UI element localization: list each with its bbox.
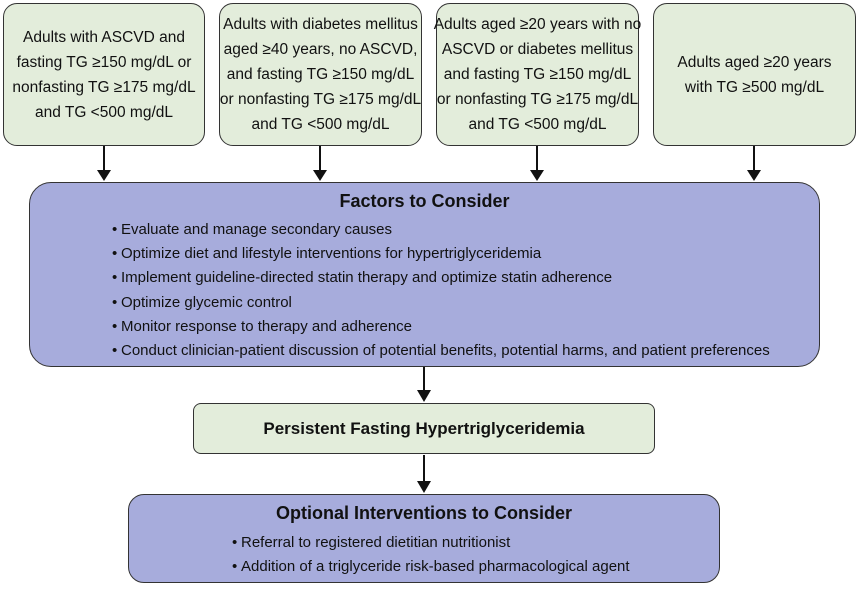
condition-box-no-ascvd-no-diabetes: Adults aged ≥20 years with no ASCVD or d… [434, 3, 642, 146]
optional-box: Optional Interventions to Consider •Refe… [128, 494, 720, 583]
arrowhead-icon [530, 170, 544, 181]
persistent-title: Persistent Fasting Hypertriglyceridemia [263, 418, 585, 438]
condition-line: Adults with ASCVD and [23, 28, 185, 46]
condition-line: Adults aged ≥20 years with no [433, 16, 642, 33]
arrowhead-icon [417, 481, 431, 493]
list-item: •Addition of a triglyceride risk-based p… [232, 555, 630, 579]
bullet-icon: • [112, 293, 118, 311]
arrowhead-icon [417, 390, 431, 402]
condition-line: and fasting TG ≥150 mg/dL [443, 66, 632, 83]
list-item-text: Implement guideline-directed statin ther… [121, 269, 613, 287]
condition-line: with TG ≥500 mg/dL [684, 78, 825, 96]
condition-line: and TG <500 mg/dL [34, 103, 173, 121]
list-item: •Referral to registered dietitian nutrit… [232, 531, 630, 555]
list-item-text: Conduct clinician-patient discussion of … [121, 342, 770, 360]
arrowhead-icon [97, 170, 111, 181]
list-item: •Implement guideline-directed statin the… [112, 266, 770, 290]
list-item-text: Referral to registered dietitian nutriti… [241, 534, 511, 551]
list-item: •Conduct clinician-patient discussion of… [112, 339, 770, 363]
condition-line: nonfasting TG ≥175 mg/dL [12, 78, 196, 96]
condition-text: Adults aged ≥20 years with no ASCVD or d… [434, 12, 642, 137]
condition-line: aged ≥40 years, no ASCVD, [223, 41, 418, 58]
factors-title: Factors to Consider [339, 191, 510, 211]
arrowhead-icon [747, 170, 761, 181]
list-item-text: Addition of a triglyceride risk-based ph… [241, 558, 630, 575]
list-item: •Evaluate and manage secondary causes [112, 218, 770, 242]
factors-box: Factors to Consider •Evaluate and manage… [29, 182, 820, 367]
list-item: •Optimize diet and lifestyle interventio… [112, 242, 770, 266]
condition-text: Adults with ASCVD and fasting TG ≥150 mg… [12, 25, 195, 125]
condition-box-diabetes: Adults with diabetes mellitus aged ≥40 y… [219, 3, 422, 146]
condition-text: Adults aged ≥20 years with TG ≥500 mg/dL [677, 50, 831, 100]
bullet-icon: • [112, 342, 118, 360]
list-item-text: Evaluate and manage secondary causes [121, 221, 393, 238]
condition-line: or nonfasting TG ≥175 mg/dL [219, 91, 422, 108]
list-item: •Monitor response to therapy and adheren… [112, 315, 770, 339]
condition-line: and TG <500 mg/dL [468, 116, 607, 133]
bullet-icon: • [112, 245, 118, 263]
list-item-text: Optimize diet and lifestyle intervention… [121, 245, 542, 263]
bullet-icon: • [112, 317, 118, 335]
condition-line: fasting TG ≥150 mg/dL or [16, 53, 192, 71]
condition-line: and fasting TG ≥150 mg/dL [226, 66, 415, 83]
condition-line: Adults with diabetes mellitus [223, 16, 418, 33]
condition-text: Adults with diabetes mellitus aged ≥40 y… [220, 12, 421, 137]
bullet-icon: • [112, 221, 118, 238]
bullet-icon: • [112, 269, 118, 287]
condition-box-ascvd: Adults with ASCVD and fasting TG ≥150 mg… [3, 3, 205, 146]
bullet-icon: • [232, 558, 238, 575]
list-item-text: Monitor response to therapy and adherenc… [121, 317, 413, 335]
arrowhead-icon [313, 170, 327, 181]
condition-line: or nonfasting TG ≥175 mg/dL [436, 91, 639, 108]
condition-line: ASCVD or diabetes mellitus [441, 41, 634, 58]
condition-line: Adults aged ≥20 years [677, 53, 832, 71]
optional-list: •Referral to registered dietitian nutrit… [232, 531, 630, 579]
optional-title: Optional Interventions to Consider [275, 503, 572, 523]
list-item: •Optimize glycemic control [112, 291, 770, 315]
bullet-icon: • [232, 534, 238, 551]
condition-box-tg-500: Adults aged ≥20 years with TG ≥500 mg/dL [653, 3, 856, 146]
condition-line: and TG <500 mg/dL [251, 116, 390, 133]
persistent-box: Persistent Fasting Hypertriglyceridemia [193, 403, 655, 454]
factors-list: •Evaluate and manage secondary causes •O… [112, 218, 770, 363]
list-item-text: Optimize glycemic control [121, 293, 292, 311]
